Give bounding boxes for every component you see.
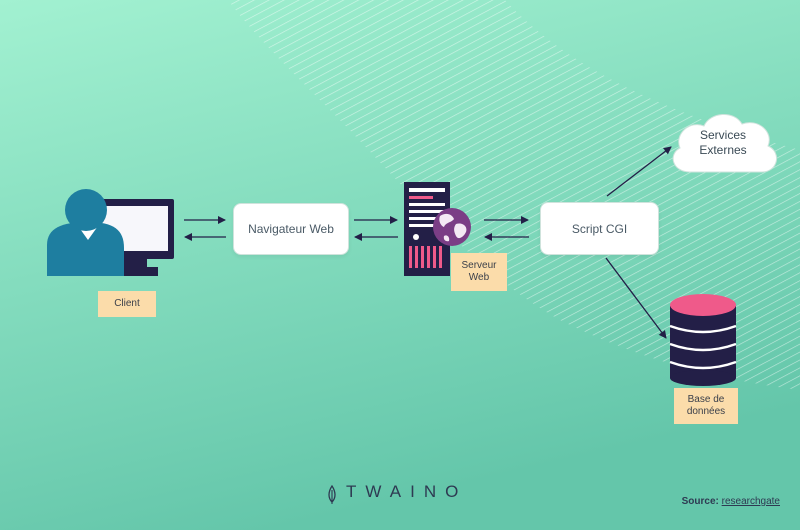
script-node: Script CGI [540, 202, 659, 255]
server-tag: Serveur Web [451, 253, 507, 291]
arrow-script-to-services [606, 146, 672, 197]
services-label-line2: Externes [699, 143, 747, 157]
database-tag: Base de données [674, 388, 738, 424]
twaino-logo-mark [328, 484, 336, 504]
source-line: Source: researchgate [682, 496, 780, 507]
arrow-script-to-database [605, 257, 667, 339]
client-tag-bg [98, 291, 156, 317]
server-tag-bg [451, 253, 507, 291]
client-tag: Client [98, 291, 156, 317]
browser-label: Navigateur Web [248, 222, 334, 236]
cloud-shape [672, 114, 777, 173]
client-label: Client [114, 298, 140, 309]
services-label-line1: Services [699, 128, 746, 142]
database-tag-bg [674, 388, 738, 424]
striped-band [228, 0, 800, 390]
client-icon [47, 189, 174, 276]
server-label-line1: Serveur [461, 260, 497, 271]
twaino-logo: TWAINO [346, 482, 467, 502]
globe-icon [433, 208, 471, 246]
server-label-line2: Web [468, 272, 490, 283]
database-icon [669, 294, 737, 386]
source-link[interactable]: researchgate [721, 496, 780, 507]
services-node: Services Externes [680, 128, 766, 158]
browser-node: Navigateur Web [233, 203, 349, 255]
script-label: Script CGI [571, 221, 628, 236]
source-label: Source: [681, 496, 719, 507]
database-label-line1: Base de [687, 394, 725, 405]
twaino-logo-text: TWAINO [346, 482, 468, 501]
database-label-line2: données [686, 406, 726, 417]
